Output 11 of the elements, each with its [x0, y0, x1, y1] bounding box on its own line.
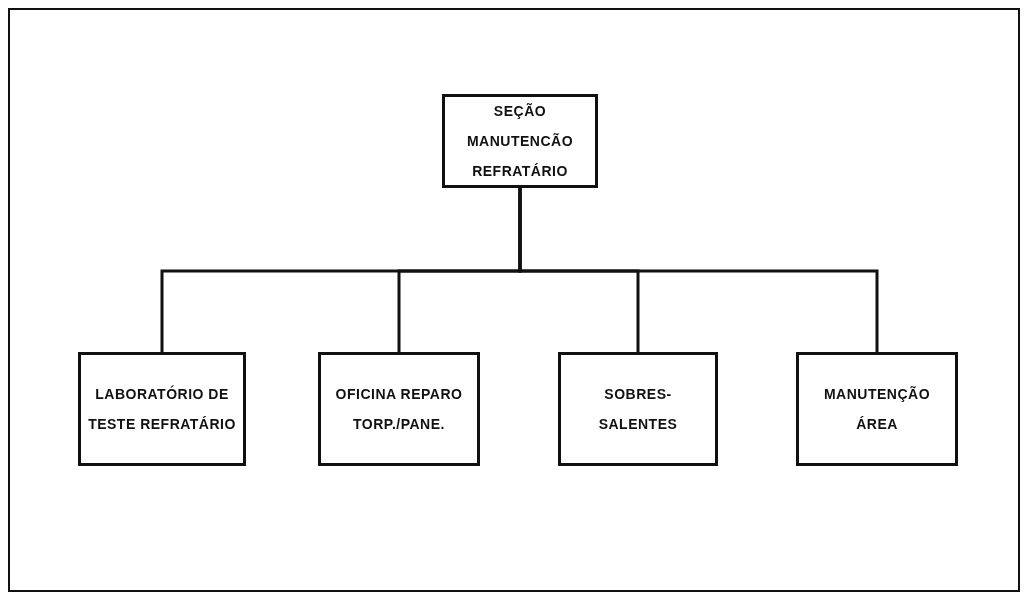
box-label: MANUTENÇÃO ÁREA [822, 385, 932, 434]
org-box [442, 94, 598, 188]
box-label: LABORATÓRIO DE TESTE REFRATÁRIO [87, 384, 237, 434]
org-box [78, 352, 246, 466]
org-box [558, 352, 718, 466]
box-label: SOBRES- SALENTES [597, 385, 679, 434]
box-label: SEÇÃO MANUTENCÃO REFRATÁRIO [465, 102, 575, 181]
org-connector [518, 188, 879, 352]
org-box [318, 352, 480, 466]
box-label: OFICINA REPARO TORP./PANE. [334, 385, 464, 434]
org-box [796, 352, 958, 466]
